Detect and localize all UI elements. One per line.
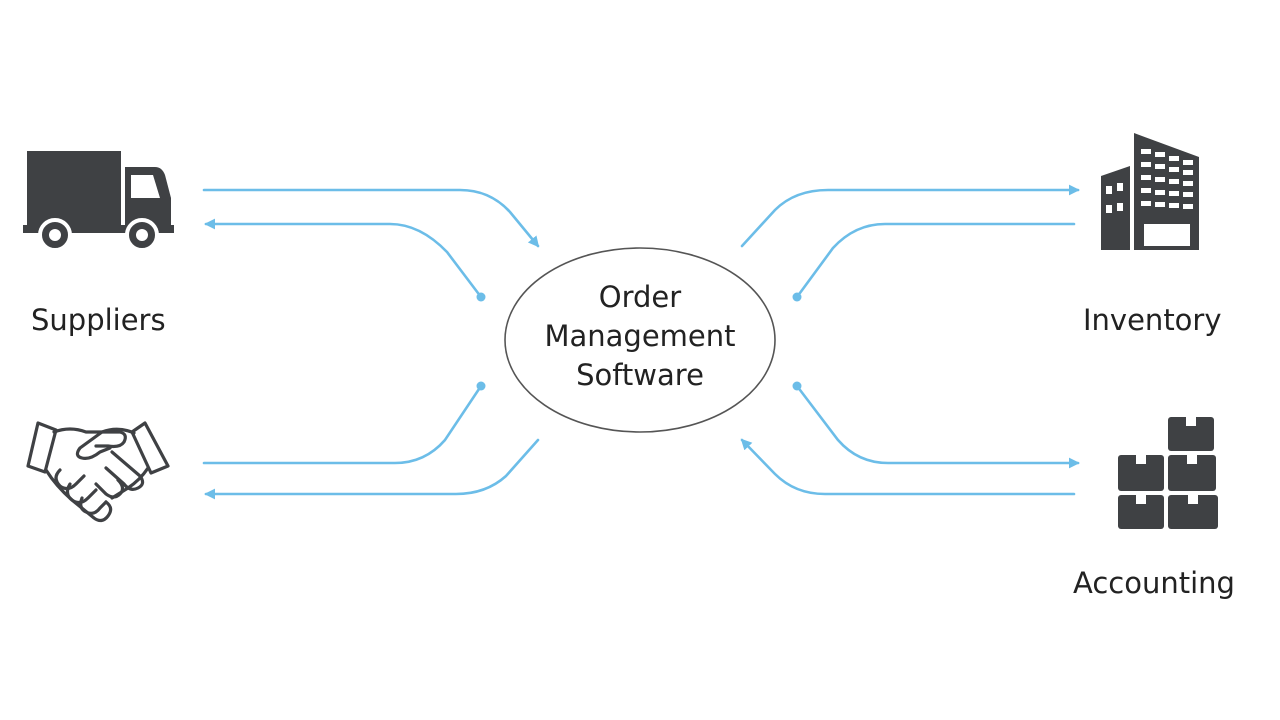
arrow-center-to-accounting [795, 384, 1080, 469]
arrow-accounting-to-center [740, 438, 1076, 496]
dot-upper-left [476, 292, 486, 302]
connector-arrows [202, 184, 1080, 500]
truck-icon [23, 151, 174, 252]
handshake-icon [26, 421, 170, 523]
center-label-line-2: Management [544, 319, 736, 353]
dot-upper-right [792, 292, 802, 302]
suppliers-label: Suppliers [31, 303, 166, 337]
arrow-suppliers-to-center [202, 188, 540, 248]
arrow-center-to-suppliers [204, 218, 483, 299]
center-label-line-3: Software [576, 358, 704, 392]
dot-lower-left [476, 381, 486, 391]
dot-lower-right [792, 381, 802, 391]
inventory-label: Inventory [1083, 303, 1222, 337]
center-label: Order Management Software [505, 278, 775, 395]
connector-dots [476, 292, 802, 391]
arrow-partners-to-center [202, 384, 483, 465]
center-label-line-1: Order [598, 280, 682, 314]
center-ellipse [504, 247, 776, 433]
arrow-inventory-to-center [795, 222, 1076, 299]
building-icon [1101, 133, 1199, 250]
arrow-center-to-partners [204, 438, 540, 500]
arrow-center-to-inventory [740, 184, 1080, 248]
boxes-icon [1118, 417, 1218, 529]
accounting-label: Accounting [1073, 566, 1235, 600]
